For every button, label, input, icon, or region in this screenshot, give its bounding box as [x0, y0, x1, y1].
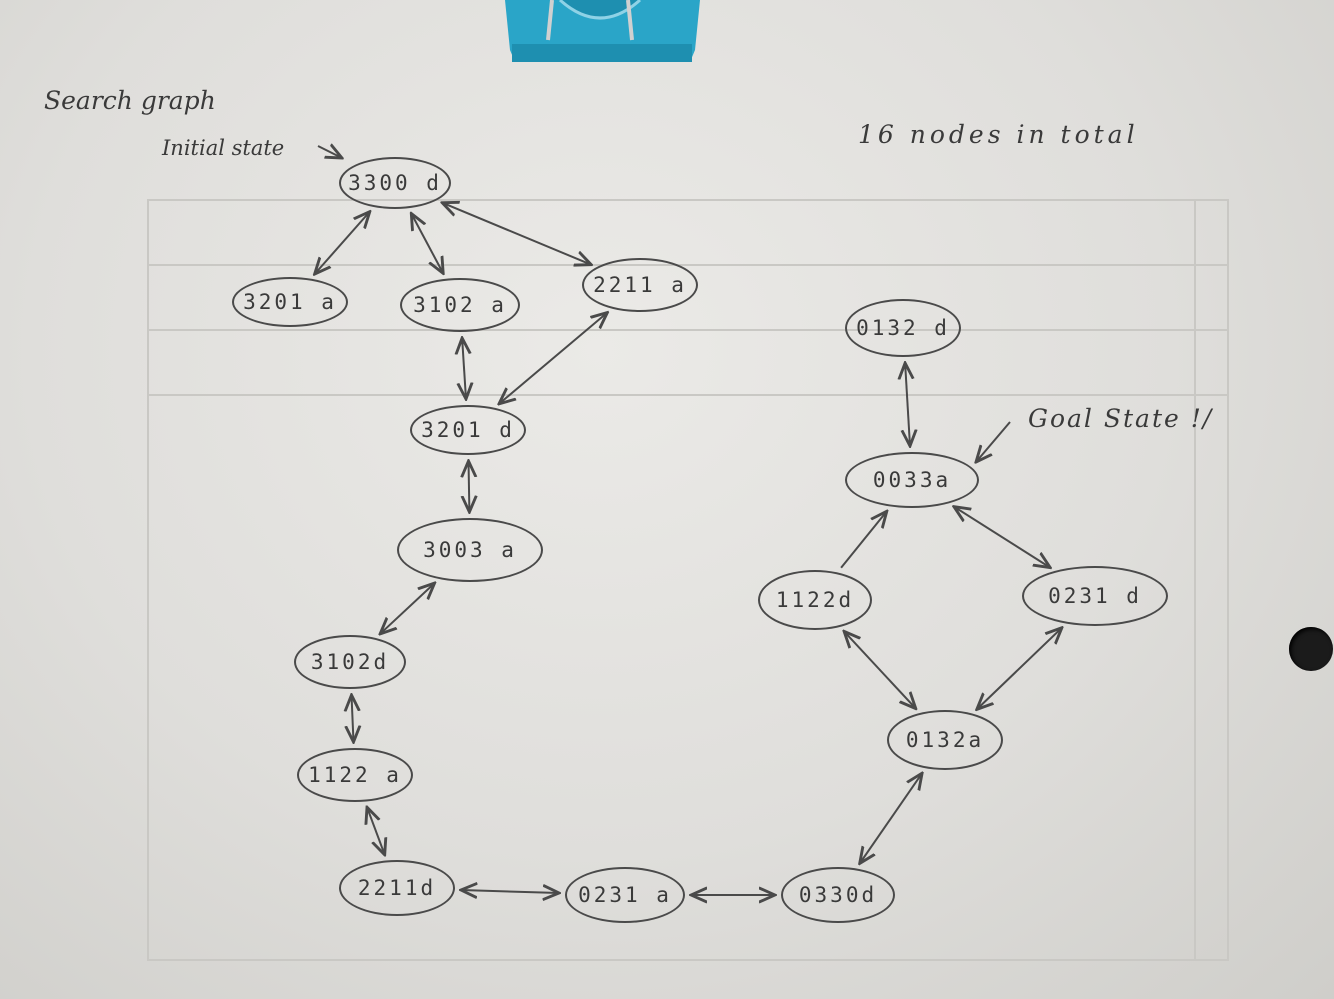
graph-node-3300d: 3300 d [339, 157, 451, 209]
edge-n1-n3 [411, 214, 443, 274]
edge-n12-n14 [977, 628, 1062, 710]
edge-n4-n5 [499, 313, 607, 404]
graph-node-1122d: 1122d [758, 570, 872, 630]
goal-state-pointer [976, 421, 1011, 462]
edge-n12-n13 [844, 631, 916, 708]
graph-node-1122a: 1122 a [297, 748, 413, 802]
graph-node-0231d: 0231 d [1022, 566, 1168, 626]
initial-state-pointer [317, 146, 342, 158]
graph-node-2211a: 2211 a [582, 258, 698, 312]
goal-state-note: Goal State !/ [1028, 404, 1214, 433]
edge-n8-n9 [367, 807, 385, 855]
edge-n7-n8 [352, 695, 354, 742]
graph-node-0132a: 0132a [887, 710, 1003, 770]
graph-title-note: Search graph [44, 86, 216, 115]
edge-n11-n12 [860, 773, 922, 863]
graph-node-0231a: 0231 a [565, 867, 685, 923]
edge-n13-n15 [840, 511, 887, 569]
edge-n14-n15 [954, 507, 1050, 568]
edge-n9-n10 [461, 890, 559, 893]
node-count-note: 16 nodes in total [858, 120, 1139, 149]
edge-n15-n16 [905, 363, 910, 446]
initial-state-note: Initial state [162, 136, 285, 160]
graph-node-0033a: 0033a [845, 452, 979, 508]
graph-node-0330d: 0330d [781, 867, 895, 923]
graph-node-0132d: 0132 d [845, 299, 961, 357]
graph-node-3201d: 3201 d [410, 405, 526, 455]
edge-n1-n2 [315, 212, 370, 275]
punch-hole [1289, 627, 1333, 671]
graph-node-3003a: 3003 a [397, 518, 543, 582]
edge-n5-n6 [469, 461, 470, 512]
edge-n6-n7 [380, 583, 435, 634]
edge-n1-n4 [442, 203, 591, 265]
edge-n3-n5 [462, 338, 466, 399]
graph-node-3102a: 3102 a [400, 278, 520, 332]
graph-node-3102d: 3102d [294, 635, 406, 689]
graph-node-2211d: 2211d [339, 860, 455, 916]
graph-node-3201a: 3201 a [232, 277, 348, 327]
